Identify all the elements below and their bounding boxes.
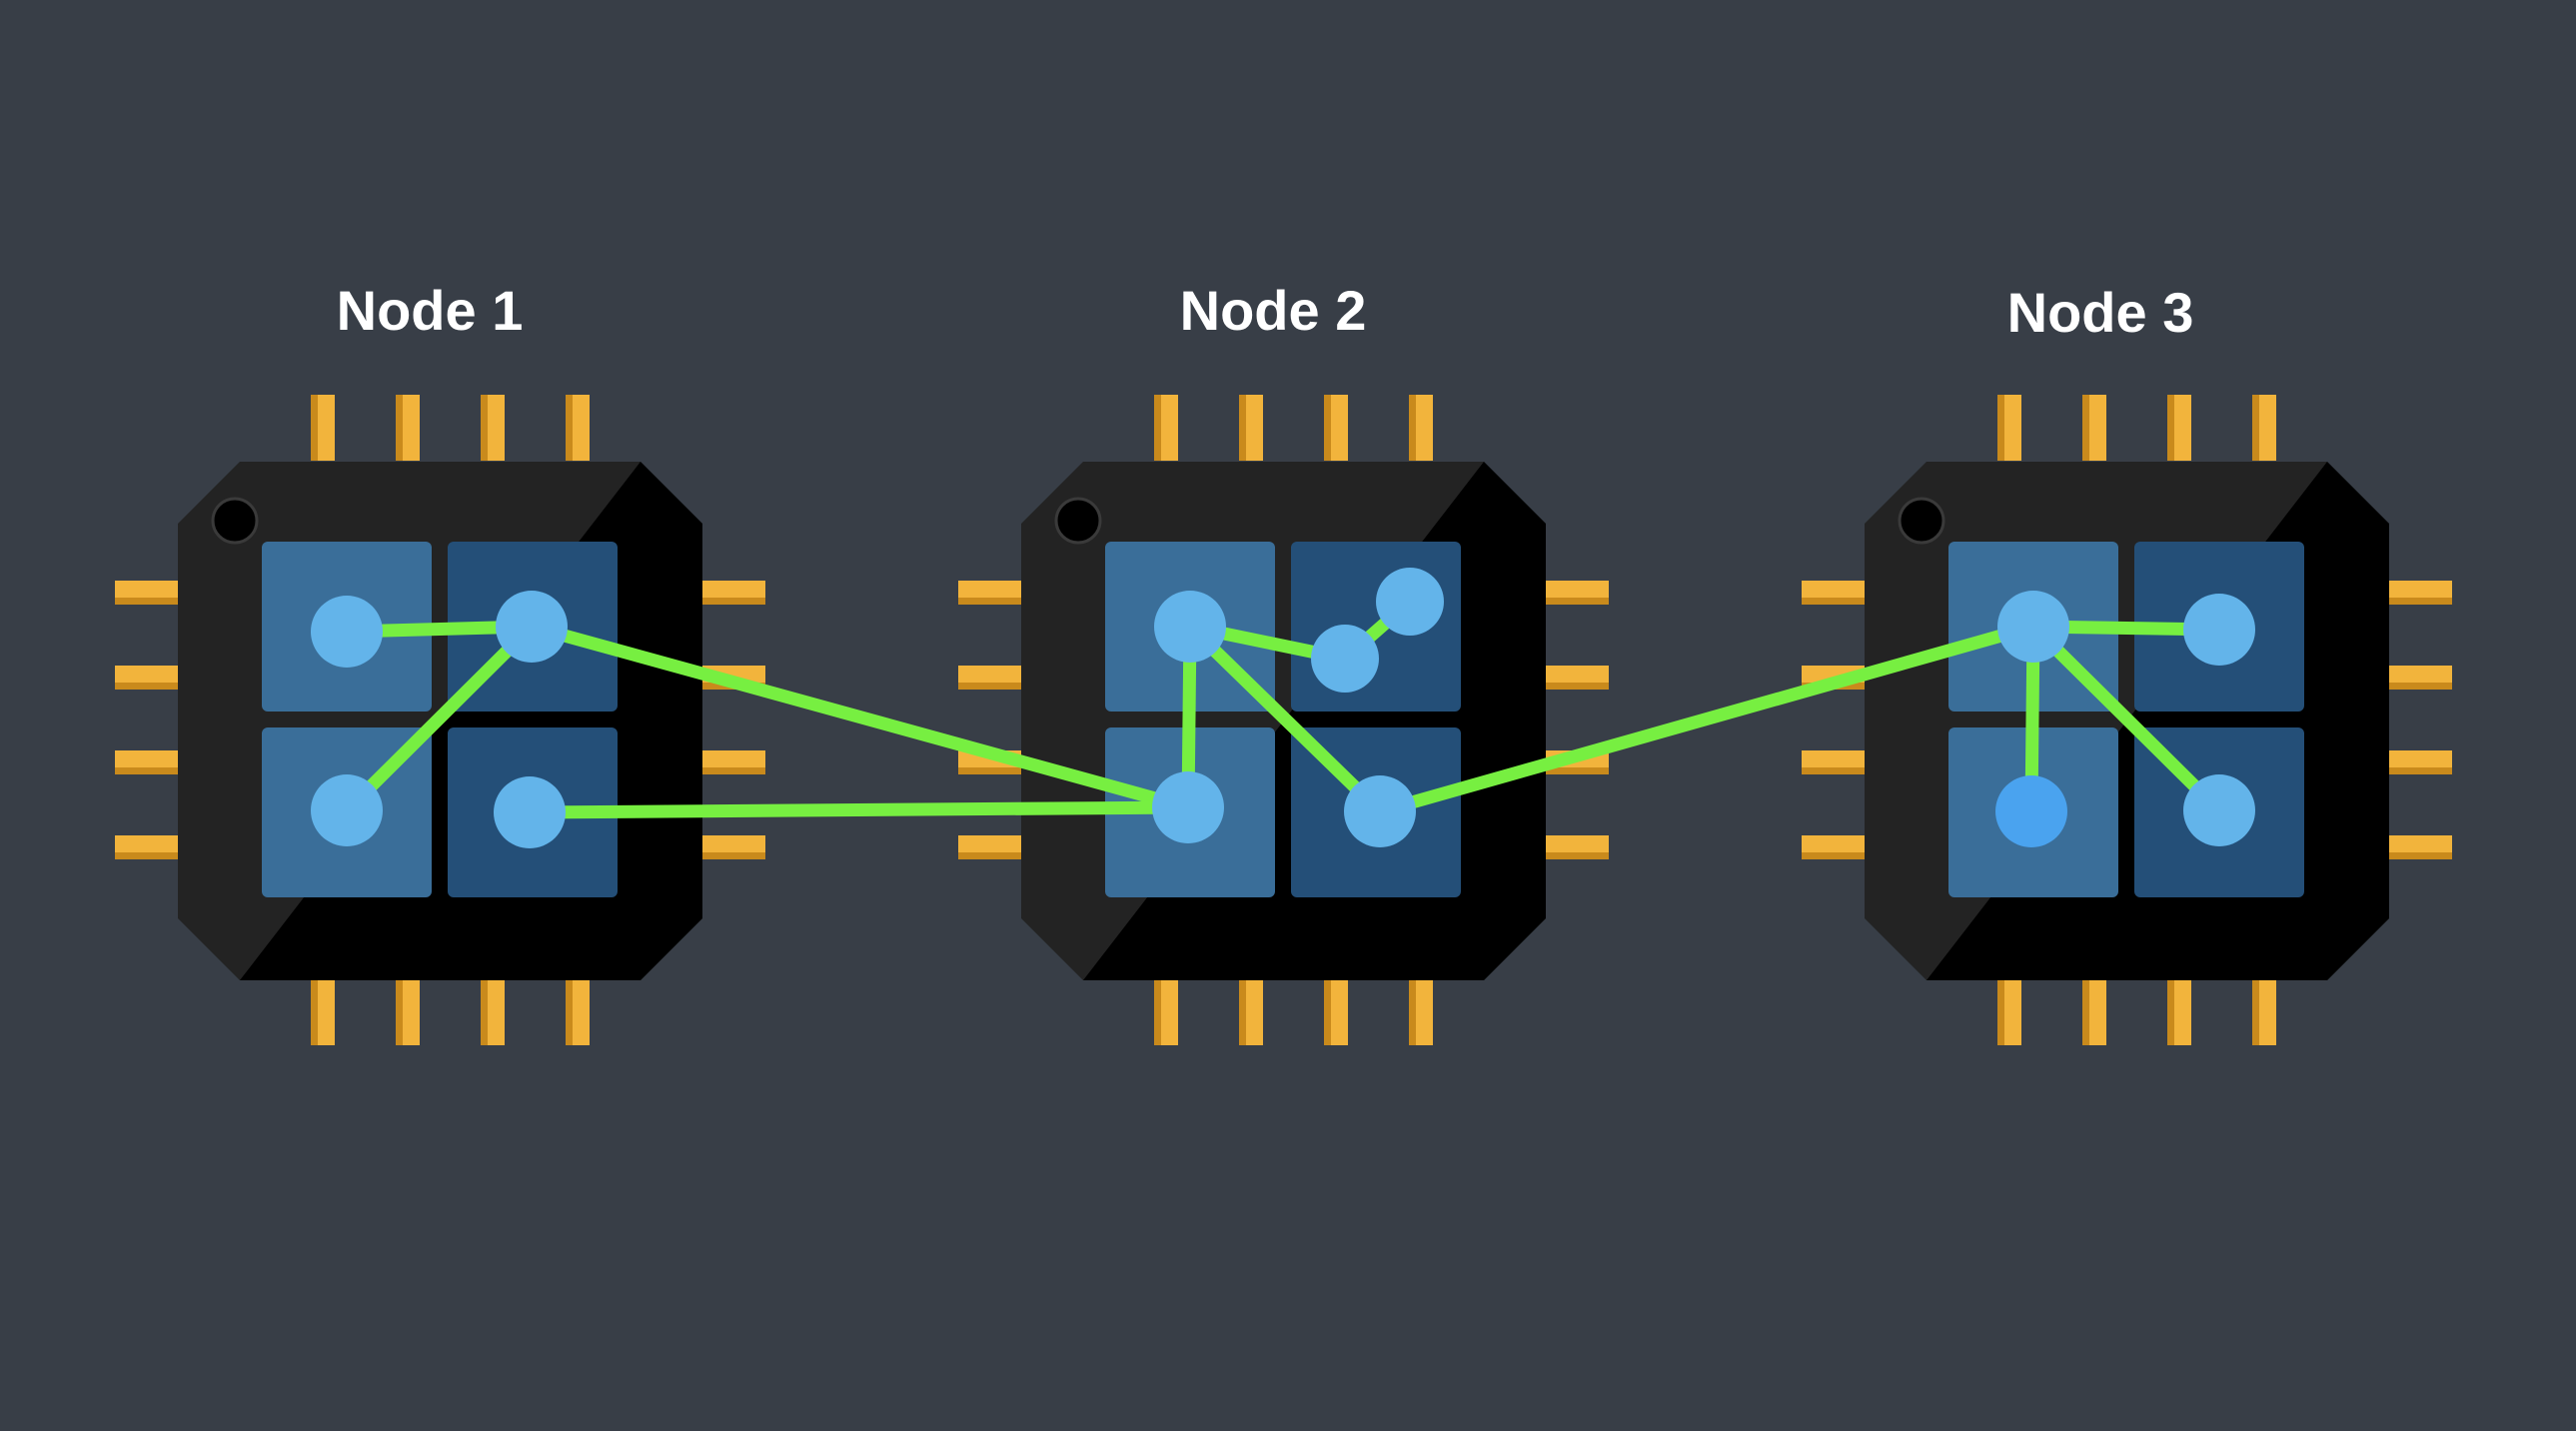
node-n3b: [2183, 594, 2255, 666]
chip-label: Node 1: [337, 279, 524, 342]
node-n2b: [1311, 625, 1379, 693]
pins-left: [115, 581, 181, 859]
pins-bottom: [311, 979, 590, 1045]
nodes-layer: [311, 568, 2255, 848]
node-n3a: [1997, 591, 2069, 663]
orientation-dot: [1054, 497, 1102, 545]
link-n2a-n2d: [1183, 620, 1387, 818]
node-n1d: [494, 776, 566, 848]
pins-bottom: [1154, 979, 1433, 1045]
node-n1b: [496, 591, 568, 663]
pins-top: [1154, 395, 1433, 461]
node-n2d: [1344, 775, 1416, 847]
pins-right: [2386, 581, 2452, 859]
link-n3a-n3d: [2026, 620, 2226, 817]
node-n1a: [311, 596, 383, 668]
link-n1d-n2c: [523, 800, 1195, 819]
pins-top: [1997, 395, 2276, 461]
orientation-dot: [211, 497, 259, 545]
node-n3d: [2183, 774, 2255, 846]
orientation-dot: [1898, 497, 1945, 545]
node-n1c: [311, 774, 383, 846]
link-n1b-n2c: [525, 620, 1195, 814]
pins-top: [311, 395, 590, 461]
link-n1b-n1c: [340, 620, 539, 817]
link-n2d-n3a: [1373, 620, 2040, 818]
node-n2a: [1154, 591, 1226, 663]
chip-label: Node 2: [1180, 279, 1367, 342]
pins-bottom: [1997, 979, 2276, 1045]
node-n2c: [1152, 771, 1224, 843]
node-n3c: [1995, 775, 2067, 847]
chip-label: Node 3: [2007, 281, 2194, 344]
node-n2e: [1376, 568, 1444, 636]
